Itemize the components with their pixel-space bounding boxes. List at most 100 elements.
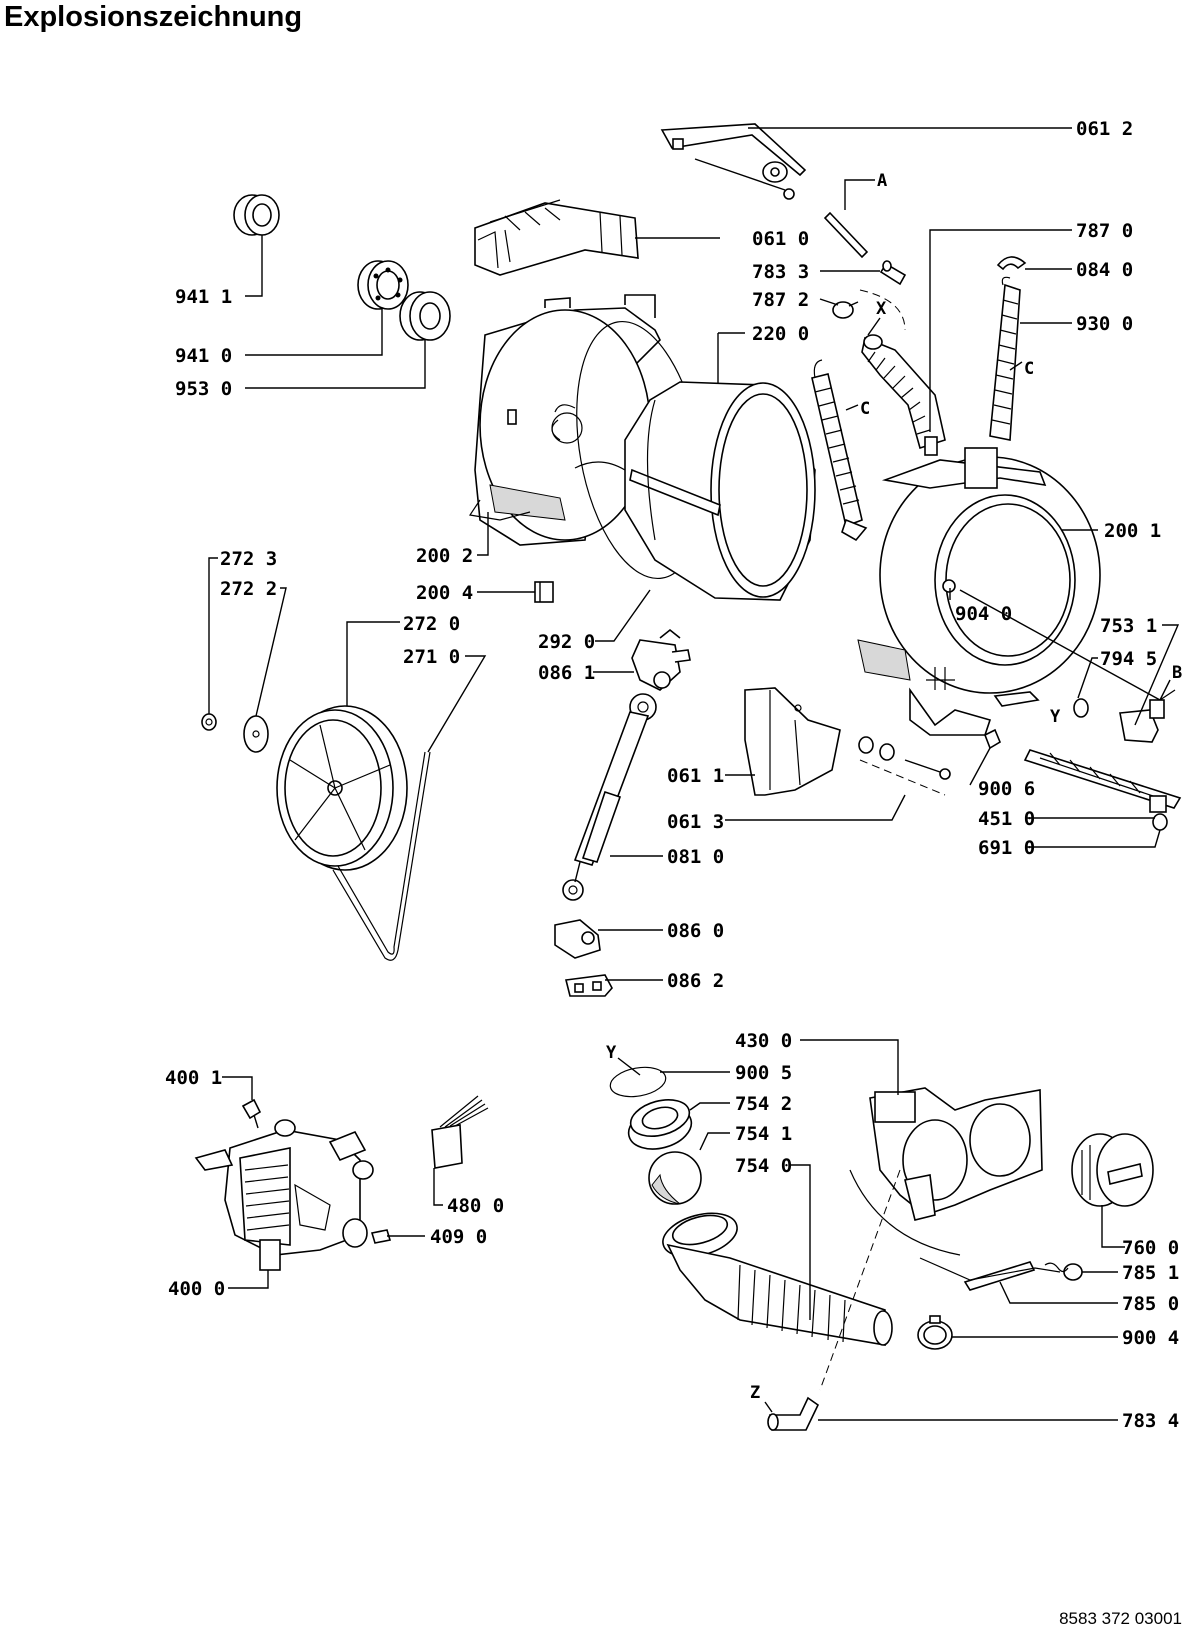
ref-letter-y-ring: Y [606, 1043, 617, 1063]
part-760-0-filter [1071, 1133, 1154, 1207]
label-200-4: 200 4 [416, 582, 473, 604]
label-785-0: 785 0 [1122, 1293, 1179, 1315]
part-783-4-elbow [767, 1396, 820, 1431]
label-900-6: 900 6 [978, 778, 1035, 800]
part-400-1-bolt [241, 1098, 262, 1129]
label-061-1: 061 1 [667, 765, 724, 787]
label-061-3: 061 3 [667, 811, 724, 833]
label-272-0: 272 0 [403, 613, 460, 635]
part-084-0-cap [996, 256, 1027, 271]
label-754-1: 754 1 [735, 1123, 792, 1145]
part-754-1-ball [648, 1151, 702, 1205]
part-086-1-mount [631, 628, 691, 691]
part-200-1-front-tub [857, 436, 1161, 736]
label-794-5: 794 5 [1100, 648, 1157, 670]
part-labels: 061 2 061 0 783 3 787 2 220 0 787 0 084 … [165, 118, 1179, 1432]
label-220-0: 220 0 [752, 323, 809, 345]
part-900-6-clip [983, 728, 1002, 750]
part-220-0-drum [624, 381, 816, 601]
part-061-2-bracket [660, 123, 807, 200]
part-200-2-rear-tub [468, 294, 661, 546]
part-900-4-clamp [917, 1315, 953, 1350]
ref-letter-c-right: C [1024, 359, 1034, 379]
label-760-0: 760 0 [1122, 1237, 1179, 1259]
label-271-0: 271 0 [403, 646, 460, 668]
part-451-0-heater [1023, 749, 1182, 813]
part-430-0-pump [819, 1087, 1043, 1391]
ref-letter-y-tub: Y [1050, 707, 1061, 727]
page-title: Explosionszeichnung [4, 1, 303, 33]
part-783-3-nozzle [879, 260, 907, 286]
part-clip-y [993, 691, 1040, 707]
label-904-0: 904 0 [955, 603, 1012, 625]
label-787-2: 787 2 [752, 289, 809, 311]
part-272-3-nut [201, 713, 217, 731]
label-785-1: 785 1 [1122, 1262, 1179, 1284]
label-900-4: 900 4 [1122, 1327, 1179, 1349]
part-794-5-seal [1073, 698, 1089, 718]
part-061-3-bolt-set [858, 736, 951, 796]
part-061-1-counterweight [744, 687, 841, 796]
part-480-0-connector [431, 1095, 489, 1169]
part-086-0-mount [554, 919, 601, 959]
ref-letter-c-left: C [860, 399, 870, 419]
label-272-2: 272 2 [220, 578, 277, 600]
part-400-0-motor [194, 1119, 374, 1271]
label-409-0: 409 0 [430, 1226, 487, 1248]
document-number: 8583 372 03001 [1059, 1609, 1182, 1628]
part-953-0-seal [399, 291, 451, 341]
label-900-5: 900 5 [735, 1062, 792, 1084]
label-400-0: 400 0 [168, 1278, 225, 1300]
part-086-2-clip [565, 974, 613, 997]
part-spring-c-left [811, 359, 868, 542]
ref-letter-b: B [1172, 663, 1182, 683]
part-061-0-counterweight [474, 199, 639, 276]
label-941-1: 941 1 [175, 286, 232, 308]
part-272-2-washer [243, 715, 269, 753]
label-400-1: 400 1 [165, 1067, 222, 1089]
part-930-0-spring [989, 276, 1021, 441]
part-081-0-shock-absorber [562, 693, 657, 901]
label-930-0: 930 0 [1076, 313, 1133, 335]
label-200-1: 200 1 [1104, 520, 1161, 542]
label-086-2: 086 2 [667, 970, 724, 992]
ref-letter-x: X [876, 299, 887, 319]
label-787-0: 787 0 [1076, 220, 1133, 242]
label-061-2: 061 2 [1076, 118, 1133, 140]
label-081-0: 081 0 [667, 846, 724, 868]
part-200-4-clip [534, 581, 554, 603]
label-451-0: 451 0 [978, 808, 1035, 830]
part-bellows-hose-x [859, 289, 946, 450]
part-271-0-belt [332, 751, 431, 961]
part-941-1-bearing [233, 194, 280, 236]
label-691-0: 691 0 [978, 837, 1035, 859]
label-292-0: 292 0 [538, 631, 595, 653]
part-753-1-sensor [1119, 689, 1176, 743]
part-900-5-ring [609, 1066, 667, 1098]
label-061-0: 061 0 [752, 228, 809, 250]
label-753-1: 753 1 [1100, 615, 1157, 637]
reference-letters: A X C C Y B Y Z [606, 171, 1182, 1403]
label-941-0: 941 0 [175, 345, 232, 367]
label-783-3: 783 3 [752, 261, 809, 283]
ref-letter-a: A [877, 171, 887, 191]
part-754-0-drain-hose [662, 1212, 893, 1346]
part-941-0-bearing [357, 260, 409, 310]
ref-letter-z: Z [750, 1383, 760, 1403]
label-754-2: 754 2 [735, 1093, 792, 1115]
label-480-0: 480 0 [447, 1195, 504, 1217]
part-787-2-clip [832, 301, 859, 319]
label-754-0: 754 0 [735, 1155, 792, 1177]
part-785-0-tube [919, 1257, 1083, 1291]
part-272-0-pulley [276, 705, 408, 871]
label-272-3: 272 3 [220, 548, 277, 570]
label-086-0: 086 0 [667, 920, 724, 942]
part-409-0-plug [370, 1229, 392, 1244]
leader-lines [208, 127, 1180, 1421]
label-084-0: 084 0 [1076, 259, 1133, 281]
part-691-0-nut [1152, 813, 1168, 831]
part-754-2-seal [627, 1099, 693, 1150]
part-rod-a [823, 211, 869, 259]
label-953-0: 953 0 [175, 378, 232, 400]
